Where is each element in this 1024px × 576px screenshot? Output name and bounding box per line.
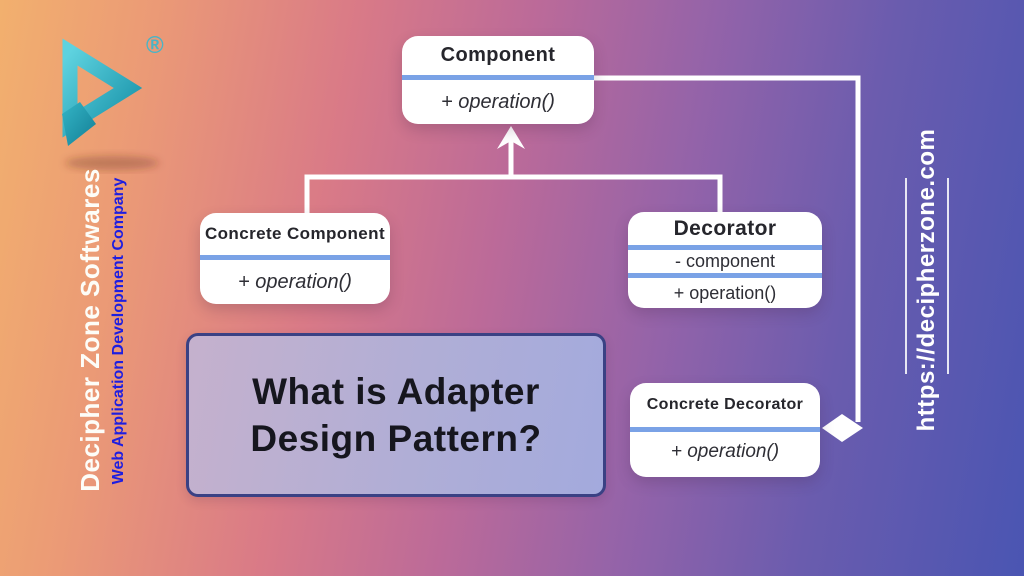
website-url-vertical-text: https://decipherzone.com <box>913 128 940 432</box>
decipher-zone-logo-icon <box>62 38 159 170</box>
class-name: Component <box>440 44 556 66</box>
logo-shadow <box>65 156 159 170</box>
uml-divider <box>630 427 820 432</box>
company-name-vertical-text: Decipher Zone Softwares <box>75 168 105 492</box>
poster-title-line1: What is Adapter <box>252 370 540 412</box>
class-name: Concrete Component <box>204 224 386 243</box>
class-name: Concrete Decorator <box>646 396 804 413</box>
class-name: Decorator <box>673 216 777 240</box>
aggregation-connector <box>594 75 861 422</box>
company-tagline-vertical-text: Web Application Development Company <box>110 177 127 485</box>
class-member: - component <box>674 251 776 271</box>
logo-triangle <box>62 38 143 138</box>
uml-divider <box>628 273 822 278</box>
uml-class-component: Component + operation() <box>402 36 594 124</box>
url-divider-rule <box>905 178 907 374</box>
class-member: + operation() <box>670 441 780 462</box>
class-member: + operation() <box>238 270 352 293</box>
logo-fold <box>62 102 96 146</box>
generalization-branch-connector <box>304 174 723 213</box>
uml-divider <box>200 255 390 260</box>
poster-title-line2: Design Pattern? <box>250 418 542 459</box>
poster-title-card: What is Adapter Design Pattern? <box>186 333 606 497</box>
registered-trademark-icon: ® <box>146 32 164 59</box>
uml-divider <box>628 245 822 250</box>
class-member: + operation() <box>673 282 777 303</box>
uml-divider <box>402 75 594 80</box>
uml-class-concrete-decorator: Concrete Decorator + operation() <box>630 383 820 477</box>
uml-class-decorator: Decorator - component + operation() <box>628 212 822 308</box>
aggregation-diamond-icon <box>822 414 863 442</box>
url-divider-rule <box>947 178 949 374</box>
uml-class-concrete-component: Concrete Component + operation() <box>200 213 390 304</box>
class-member: + operation() <box>441 90 555 113</box>
generalization-arrowhead-icon <box>497 126 525 149</box>
